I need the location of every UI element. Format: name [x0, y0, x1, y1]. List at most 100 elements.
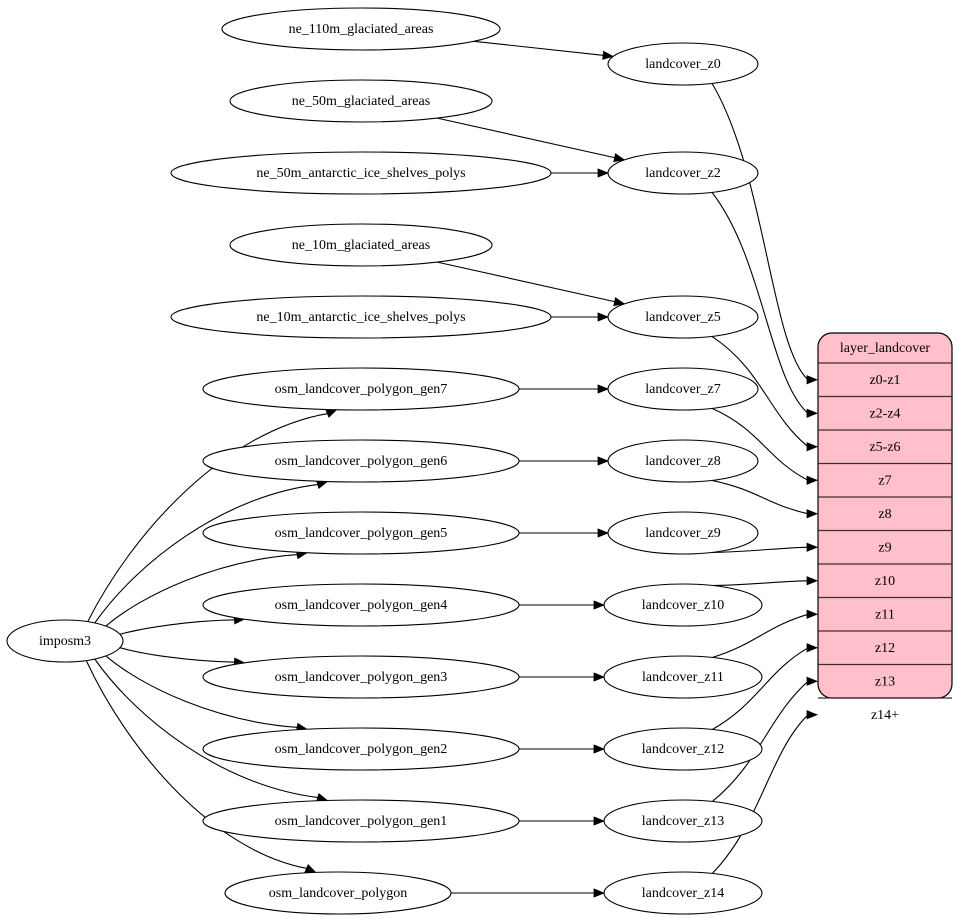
record-title: layer_landcover [840, 341, 931, 356]
edge-landcover_z13-to-layer_landcover-z13-arrowhead [806, 676, 819, 686]
edges-layer [85, 40, 819, 898]
edge-landcover_z8-to-layer_landcover-z8-arrowhead [806, 509, 819, 519]
source-node-ellipse [6, 619, 124, 663]
edge-osm_landcover_polygon_gen1-to-landcover_z13-arrowhead [593, 816, 606, 826]
edge-landcover_z9-to-layer_landcover-z9 [711, 546, 809, 553]
record-row-z7[interactable]: z7 [878, 473, 891, 488]
node-label-landcover_z5: landcover_z5 [645, 310, 720, 325]
node-landcover_z5[interactable]: landcover_z5 [607, 295, 759, 339]
layer-view-ellipse [607, 511, 759, 555]
record-row-z5-z6[interactable]: z5-z6 [869, 440, 900, 455]
layer-view-ellipse [607, 151, 759, 195]
edge-landcover_z11-to-layer_landcover-z11 [712, 613, 809, 659]
node-label-osm_landcover_polygon_gen1: osm_landcover_polygon_gen1 [275, 814, 448, 829]
edge-landcover_z10-to-layer_landcover-z10 [712, 580, 809, 587]
edge-imposm3-to-osm_landcover_polygon_gen6 [94, 483, 319, 624]
node-label-ne_50m_antarctic_ice_shelves_polys: ne_50m_antarctic_ice_shelves_polys [256, 166, 465, 181]
node-ne_50m_antarctic_ice_shelves_polys[interactable]: ne_50m_antarctic_ice_shelves_polys [170, 151, 552, 195]
record-row-z0-z1[interactable]: z0-z1 [869, 373, 900, 388]
source-table-ellipse [202, 727, 520, 771]
node-label-osm_landcover_polygon_gen2: osm_landcover_polygon_gen2 [275, 742, 448, 757]
edge-landcover_z2-to-layer_landcover-z2-z4-arrowhead [806, 408, 819, 418]
edge-landcover_z14-to-layer_landcover-z14+-arrowhead [806, 710, 819, 720]
record-row-z2-z4[interactable]: z2-z4 [869, 406, 900, 421]
edge-ne_50m_glaciated_areas-to-landcover_z2 [437, 117, 616, 159]
edge-imposm3-to-osm_landcover_polygon_gen5 [105, 554, 299, 627]
source-table-ellipse [170, 295, 552, 339]
node-label-landcover_z0: landcover_z0 [645, 57, 720, 72]
node-osm_landcover_polygon_gen7[interactable]: osm_landcover_polygon_gen7 [202, 367, 520, 411]
record-row-z8[interactable]: z8 [878, 507, 891, 522]
source-table-ellipse [229, 79, 493, 123]
node-ne_110m_glaciated_areas[interactable]: ne_110m_glaciated_areas [221, 7, 501, 51]
node-landcover_z10[interactable]: landcover_z10 [603, 583, 763, 627]
node-label-osm_landcover_polygon: osm_landcover_polygon [269, 886, 407, 901]
edge-ne_10m_antarctic_ice_shelves_polys-to-landcover_z5-arrowhead [597, 312, 610, 322]
node-landcover_z0[interactable]: landcover_z0 [607, 42, 759, 86]
node-label-landcover_z7: landcover_z7 [645, 382, 720, 397]
layer-view-ellipse [603, 799, 763, 843]
edge-osm_landcover_polygon_gen7-to-landcover_z7-arrowhead [597, 384, 610, 394]
node-label-osm_landcover_polygon_gen5: osm_landcover_polygon_gen5 [275, 526, 448, 541]
edge-imposm3-to-osm_landcover_polygon_gen7 [87, 412, 329, 622]
nodes-layer: imposm3 ne_110m_glaciated_areas ne_50m_gla… [6, 7, 763, 915]
node-landcover_z8[interactable]: landcover_z8 [607, 439, 759, 483]
source-table-ellipse [170, 151, 552, 195]
node-label-landcover_z12: landcover_z12 [642, 742, 724, 757]
node-label-osm_landcover_polygon_gen7: osm_landcover_polygon_gen7 [275, 382, 448, 397]
record-node-layer: layer_landcover z0-z1 z2-z4 z5-z6 z7 z8 z9 z10 z… [817, 332, 953, 723]
edge-osm_landcover_polygon_gen3-to-landcover_z11-arrowhead [593, 672, 606, 682]
node-landcover_z7[interactable]: landcover_z7 [607, 367, 759, 411]
source-table-ellipse [202, 799, 520, 843]
edge-landcover_z5-to-layer_landcover-z5-z6-arrowhead [806, 442, 819, 452]
node-osm_landcover_polygon_gen6[interactable]: osm_landcover_polygon_gen6 [202, 439, 520, 483]
node-ne_10m_antarctic_ice_shelves_polys[interactable]: ne_10m_antarctic_ice_shelves_polys [170, 295, 552, 339]
node-landcover_z9[interactable]: landcover_z9 [607, 511, 759, 555]
layer-view-ellipse [607, 42, 759, 86]
edge-imposm3-to-osm_landcover_polygon_gen1 [94, 658, 319, 799]
node-ne_50m_glaciated_areas[interactable]: ne_50m_glaciated_areas [229, 79, 493, 123]
edge-landcover_z8-to-layer_landcover-z8 [711, 479, 809, 515]
record-node-layer-landcover[interactable]: layer_landcover z0-z1 z2-z4 z5-z6 z7 z8 z9 z10 z… [817, 332, 953, 723]
layer-view-ellipse [603, 655, 763, 699]
node-osm_landcover_polygon_gen4[interactable]: osm_landcover_polygon_gen4 [202, 583, 520, 627]
node-landcover_z11[interactable]: landcover_z11 [603, 655, 763, 699]
edge-osm_landcover_polygon_gen2-to-landcover_z12-arrowhead [593, 744, 606, 754]
record-row-z13[interactable]: z13 [875, 674, 895, 689]
layer-view-ellipse [607, 367, 759, 411]
edge-imposm3-to-osm_landcover_polygon_gen4 [119, 619, 236, 635]
node-imposm3[interactable]: imposm3 [6, 619, 124, 663]
node-osm_landcover_polygon_gen2[interactable]: osm_landcover_polygon_gen2 [202, 727, 520, 771]
edge-landcover_z7-to-layer_landcover-z7-arrowhead [806, 475, 819, 485]
node-landcover_z14[interactable]: landcover_z14 [603, 871, 763, 915]
node-landcover_z13[interactable]: landcover_z13 [603, 799, 763, 843]
node-osm_landcover_polygon_gen3[interactable]: osm_landcover_polygon_gen3 [202, 655, 520, 699]
edge-imposm3-to-osm_landcover_polygon_gen2 [105, 655, 299, 728]
source-table-ellipse [202, 439, 520, 483]
source-table-ellipse [202, 367, 520, 411]
node-label-ne_10m_glaciated_areas: ne_10m_glaciated_areas [292, 238, 430, 253]
node-osm_landcover_polygon_gen5[interactable]: osm_landcover_polygon_gen5 [202, 511, 520, 555]
record-row-z12[interactable]: z12 [875, 641, 895, 656]
node-label-landcover_z2: landcover_z2 [645, 166, 720, 181]
node-osm_landcover_polygon_gen1[interactable]: osm_landcover_polygon_gen1 [202, 799, 520, 843]
node-osm_landcover_polygon[interactable]: osm_landcover_polygon [224, 871, 452, 915]
edge-imposm3-to-osm_landcover_polygon_gen7-arrowhead [325, 409, 338, 418]
source-table-ellipse [229, 223, 493, 267]
node-label-osm_landcover_polygon_gen3: osm_landcover_polygon_gen3 [275, 670, 448, 685]
node-label-landcover_z8: landcover_z8 [645, 454, 720, 469]
record-row-z9[interactable]: z9 [878, 540, 891, 555]
layer-view-ellipse [607, 439, 759, 483]
record-row-z10[interactable]: z10 [875, 574, 895, 589]
edge-imposm3-to-osm_landcover_polygon_gen3 [119, 647, 236, 663]
node-label-landcover_z13: landcover_z13 [642, 814, 724, 829]
record-row-z11[interactable]: z11 [875, 607, 895, 622]
record-row-z14+[interactable]: z14+ [871, 708, 899, 723]
edge-ne_50m_glaciated_areas-to-landcover_z2-arrowhead [613, 153, 626, 163]
edge-landcover_z7-to-layer_landcover-z7 [711, 407, 809, 481]
node-landcover_z2[interactable]: landcover_z2 [607, 151, 759, 195]
node-landcover_z12[interactable]: landcover_z12 [603, 727, 763, 771]
edge-landcover_z14-to-layer_landcover-z14+ [711, 714, 809, 874]
node-ne_10m_glaciated_areas[interactable]: ne_10m_glaciated_areas [229, 223, 493, 267]
edge-landcover_z11-to-layer_landcover-z11-arrowhead [806, 609, 819, 619]
